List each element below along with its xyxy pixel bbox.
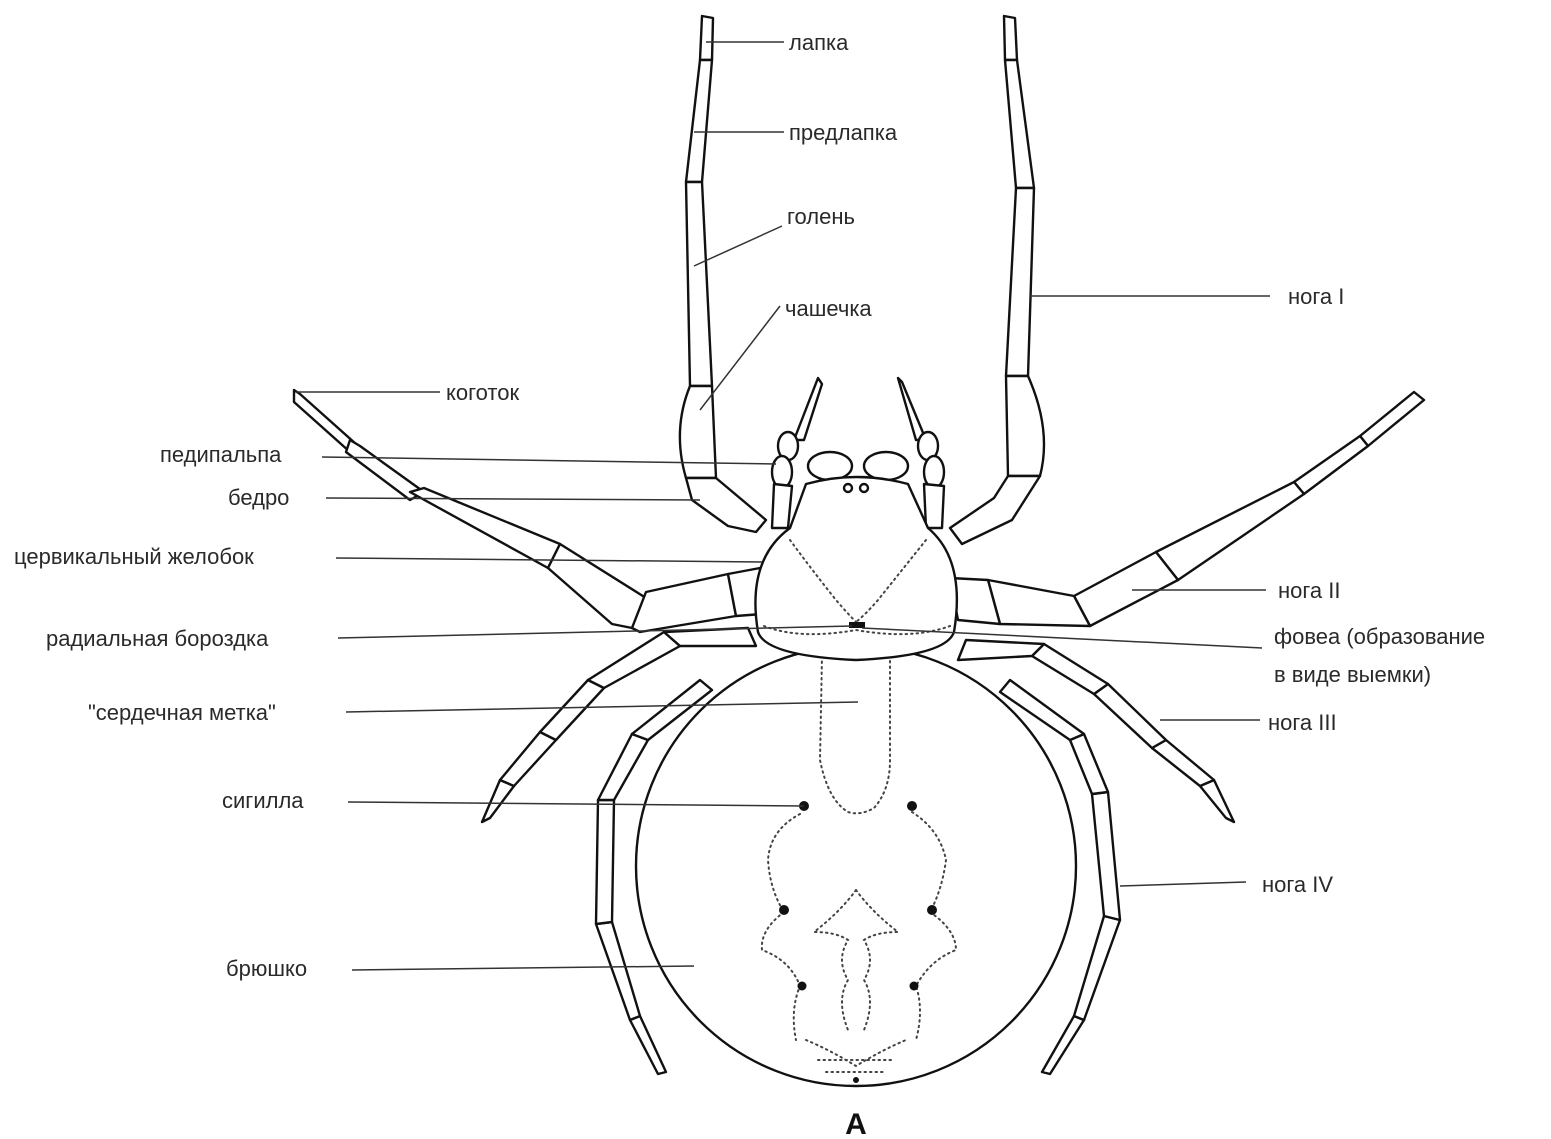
label-radial-furrow: радиальная бороздка xyxy=(46,626,269,651)
leg-1-right xyxy=(950,16,1044,544)
figure-caption: А xyxy=(845,1108,867,1139)
abdomen-shape xyxy=(636,646,1076,1086)
label-heart-mark: "сердечная метка" xyxy=(88,700,276,725)
label-cervical-groove: цервикальный желобок xyxy=(14,544,254,569)
label-leg-4: нога IV xyxy=(1262,872,1333,897)
label-claw: коготок xyxy=(446,380,519,405)
label-tibia: голень xyxy=(787,204,855,229)
label-metatarsus: предлапка xyxy=(789,120,898,145)
label-tarsus: лапка xyxy=(789,30,849,55)
label-leg-2: нога II xyxy=(1278,578,1341,603)
leg-1-left xyxy=(680,16,766,532)
label-patella: чашечка xyxy=(785,296,872,321)
label-sigilla: сигилла xyxy=(222,788,304,813)
label-leg-3: нога III xyxy=(1268,710,1337,735)
label-fovea-line2: в виде выемки) xyxy=(1274,662,1431,687)
label-abdomen: брюшко xyxy=(226,956,307,981)
label-femur: бедро xyxy=(228,485,289,510)
label-fovea-line1: фовеа (образование xyxy=(1274,624,1485,649)
chelicerae xyxy=(808,452,908,480)
label-leg-1: нога I xyxy=(1288,284,1344,309)
label-pedipalp: педипальпа xyxy=(160,442,282,467)
